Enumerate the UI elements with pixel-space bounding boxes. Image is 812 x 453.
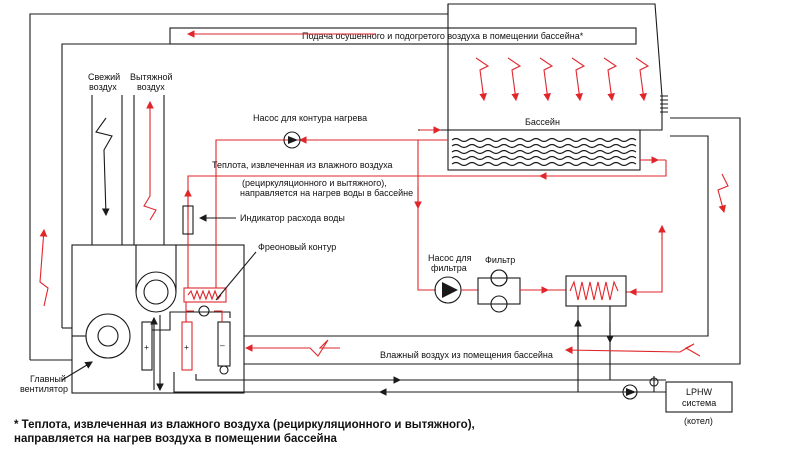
lphw-label-1: LPHW (686, 387, 713, 397)
heat-recovered-label-1: Теплота, извлеченная из влажного воздуха (212, 160, 393, 170)
heat-exchanger-icon (565, 275, 627, 392)
filter-label: Фильтр (485, 255, 515, 265)
footnote-line-2: направляется на нагрев воздуха в помещен… (14, 433, 337, 445)
pool-label: Бассейн (525, 117, 560, 127)
supply-air-label: Подача осушенного и подогретого воздуха … (302, 31, 584, 41)
fresh-air-label-2: воздух (89, 82, 117, 92)
exhaust-air-label-2: воздух (137, 82, 165, 92)
pool-room: Бассейн (418, 4, 668, 171)
coil-plus-label-2: + (184, 342, 189, 352)
footnote-line-1: * Теплота, извлеченная из влажного возду… (14, 419, 475, 431)
fresh-air-label-1: Свежий (88, 72, 120, 82)
boiler-label: (котел) (684, 416, 713, 426)
air-handling-unit: Главный вентилятор + + – (20, 244, 245, 394)
coil-plus-label-1: + (144, 342, 149, 352)
filter-pump-label-2: фильтра (431, 263, 467, 273)
coil-blocks: + + – (141, 321, 231, 375)
heat-recovered-label-3: направляется на нагрев воды в бассейне (240, 188, 413, 198)
main-fan-icon (72, 313, 131, 359)
supply-air-box: Подача осушенного и подогретого воздуха … (169, 27, 637, 45)
coil-minus-label: – (220, 340, 225, 350)
heating-pump-label: Насос для контура нагрева (253, 113, 367, 123)
exhaust-air-label-1: Вытяжной (130, 72, 173, 82)
filter-pump-label-1: Насос для (428, 253, 472, 263)
footnote: * Теплота, извлеченная из влажного возду… (14, 418, 475, 446)
pool-water-waves (451, 137, 637, 167)
flow-indicator-label: Индикатор расхода воды (240, 213, 345, 223)
filter-icon (461, 269, 566, 313)
fresh-exhaust-ducts: Свежий воздух Вытяжной воздух (88, 72, 173, 245)
main-fan-label-1: Главный (30, 374, 66, 384)
lphw-circuit: LPHW система (котел) (173, 372, 733, 426)
exhaust-fan-icon (135, 245, 177, 313)
lphw-label-2: система (682, 398, 716, 408)
heating-pump-icon (283, 131, 301, 149)
freon-circuit-label: Фреоновый контур (258, 242, 336, 252)
flow-indicator-icon (182, 205, 236, 235)
humid-air-label: Влажный воздух из помещения бассейна (380, 350, 553, 360)
freon-circuit: Фреоновый контур (183, 242, 336, 322)
supply-air-arrows (39, 30, 729, 307)
humid-air-return: Влажный воздух из помещения бассейна (244, 339, 701, 360)
water-heating-loop (184, 126, 667, 322)
filter-pump-icon (434, 276, 462, 304)
main-fan-label-2: вентилятор (20, 384, 68, 394)
heat-recovered-label-2: (рециркуляционного и вытяжного), (242, 178, 387, 188)
